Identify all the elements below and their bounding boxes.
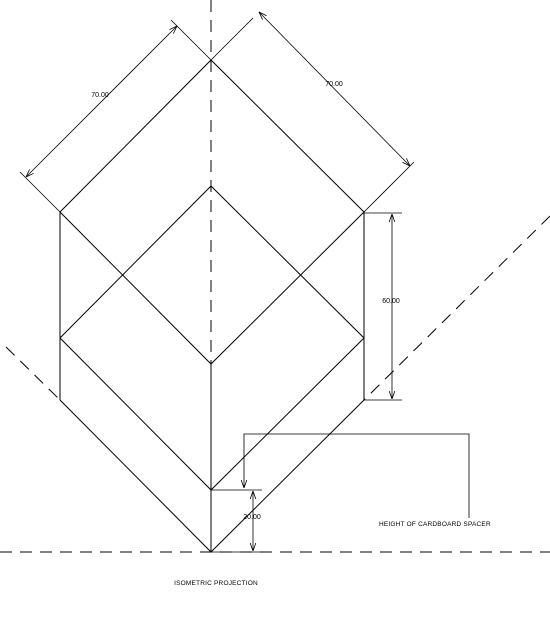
leader-line xyxy=(244,433,470,518)
outline-edge xyxy=(59,399,212,553)
dimension-line xyxy=(26,26,177,177)
extension-line xyxy=(363,161,415,213)
outline-edge xyxy=(59,185,212,339)
outline-edge xyxy=(210,399,365,553)
dimension-spacer-20 xyxy=(211,489,262,553)
center-lines xyxy=(0,0,550,553)
outline-edge xyxy=(210,337,365,491)
dimension-label-spacer: 20.00 xyxy=(243,514,261,521)
object-outline xyxy=(59,59,365,553)
outline-edge xyxy=(210,185,365,339)
dimension-label-right: 70.00 xyxy=(325,81,343,88)
spacer-leader xyxy=(244,433,470,518)
extension-line xyxy=(19,171,61,213)
left-diagonal-center-line xyxy=(5,346,61,401)
dimension-height-60 xyxy=(364,212,402,401)
dimension-line xyxy=(259,12,410,166)
outline-edge xyxy=(59,59,212,213)
outline-edge xyxy=(59,337,212,491)
drawing-caption: ISOMETRIC PROJECTION xyxy=(174,580,258,587)
outline-edge xyxy=(59,211,212,365)
dimension-label-left: 70.00 xyxy=(91,92,109,99)
spacer-note: HEIGHT OF CARDBOARD SPACER xyxy=(379,521,491,528)
dimension-right-70 xyxy=(210,12,415,213)
dimension-left-70 xyxy=(19,19,212,213)
outline-edge xyxy=(210,211,365,365)
extension-line xyxy=(210,17,254,61)
right-diagonal-center-line xyxy=(363,215,550,401)
dimension-label-height: 60.00 xyxy=(382,298,400,305)
